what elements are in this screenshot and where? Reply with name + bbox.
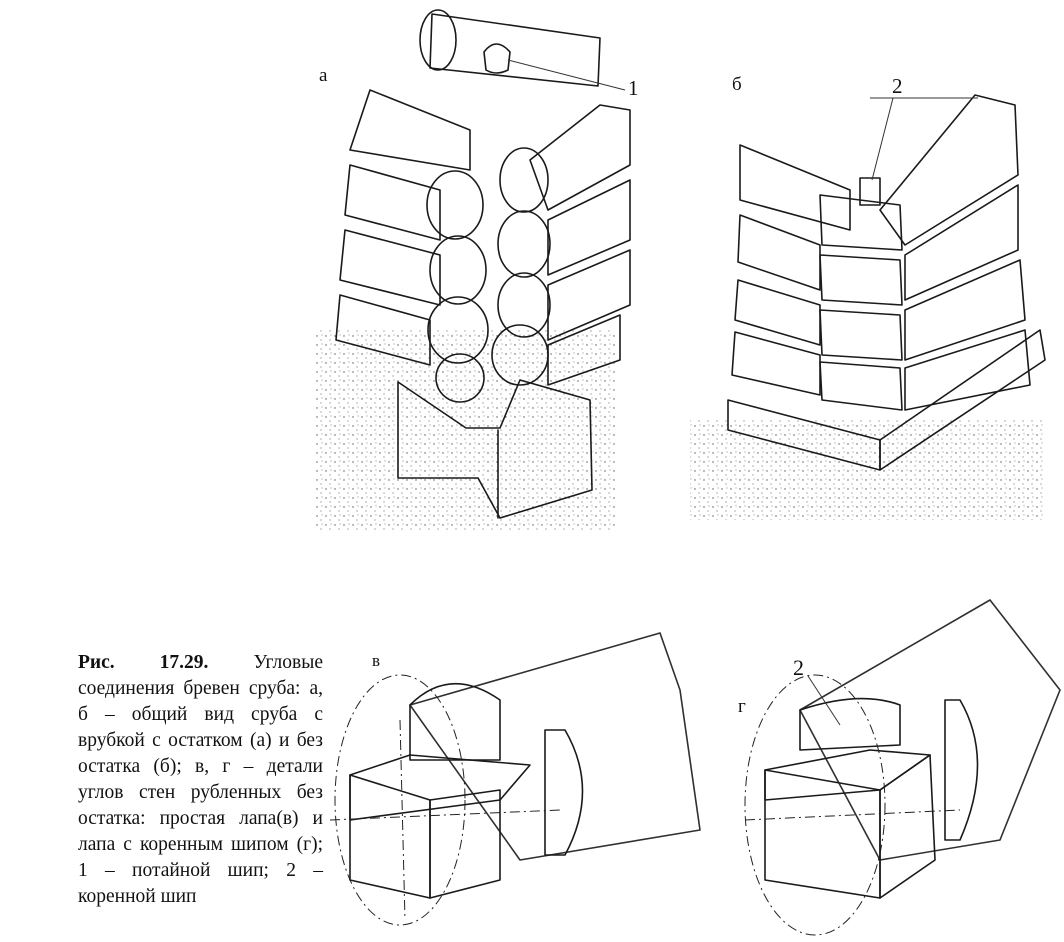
callout-1: 1 [628,76,639,100]
panel-g-lap-root-tenon [744,599,1061,936]
panel-v-simple-lap [329,632,701,926]
label-a: а [319,65,328,86]
label-v: в [372,651,381,670]
callout-2-bottom: 2 [793,655,804,680]
callout-2-top: 2 [892,74,903,98]
panel-a-log-corner [316,89,631,530]
detail-secret-tenon [419,9,626,91]
panel-b-log-corner [690,94,1046,520]
figure-caption: Рис. 17.29. Угловые соединения бревен ср… [78,650,323,910]
figure-caption-text: Угловые соединения бревен сруба: а, б – … [78,652,323,907]
figure-caption-title: Рис. 17.29. [78,652,209,673]
label-g: г [738,696,746,717]
label-b: б [732,74,742,95]
